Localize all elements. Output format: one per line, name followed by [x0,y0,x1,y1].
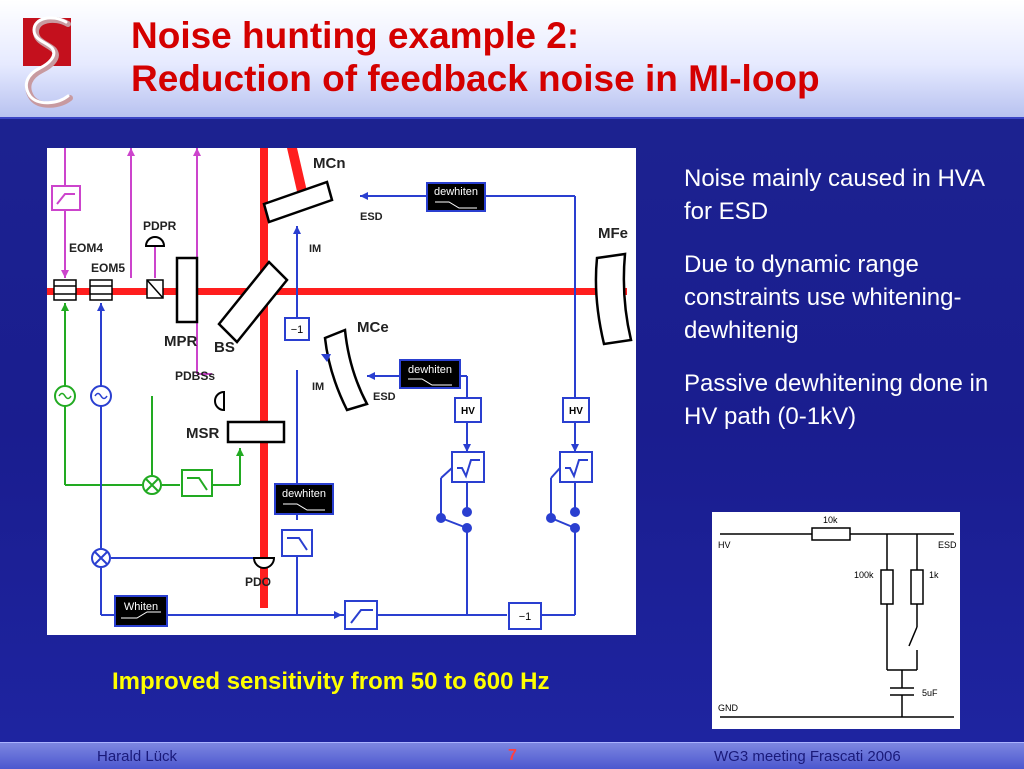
label-mcn: MCn [313,155,346,172]
laser-beams [47,148,627,608]
footer-author: Harald Lück [97,748,178,765]
mirror-mce [323,328,369,412]
eom4-modulator [53,279,77,301]
caption-text: Improved sensitivity from 50 to 600 Hz [112,668,550,695]
bullet-item: Noise mainly caused in HVA for ESD [684,165,984,225]
geo-logo-icon [23,16,73,108]
label-pdo: PDO [245,575,271,589]
circuit-label-esd: ESD [938,540,957,550]
bullet-item: Due to dynamic range constraints use whi… [684,251,962,344]
pdpr-photodiode-icon [144,236,166,247]
label-im-top: IM [309,243,321,255]
filter-lowpass-blue [281,529,313,557]
hv-amp-1-label: HV [461,406,475,417]
slide-header: Noise hunting example 2: Reduction of fe… [0,0,1024,117]
mixer-2-icon [91,548,111,568]
label-pdpr: PDPR [143,219,177,233]
dewhiten-box-top: dewhiten [426,182,486,212]
circuit-label-10k: 10k [823,515,838,525]
dewhitening-circuit: HV ESD GND 10k 100k 1k 5uF [712,512,960,729]
title-line-1: Noise hunting example 2: [131,15,580,56]
label-eom4: EOM4 [69,241,103,255]
dewhiten-top-label: dewhiten [434,186,478,198]
dewhiten-box-low: dewhiten [274,483,334,515]
circuit-label-1k: 1k [929,570,939,580]
label-eom5: EOM5 [91,261,125,275]
slide-footer: Harald Lück 7 WG3 meeting Frascati 2006 [0,742,1024,769]
pdpr-pickoff [146,279,164,299]
mirror-mpr [175,256,199,324]
switch-2 [546,467,580,533]
circuit-label-5uf: 5uF [922,688,938,698]
footer-page-number: 7 [508,747,517,764]
label-mfe: MFe [598,225,628,242]
label-mce: MCe [357,319,389,336]
header-divider [0,117,1024,119]
mi-loop-diagram: −1 −1 HV HV [47,148,636,635]
circuit-label-gnd: GND [718,703,739,713]
label-bs: BS [214,339,235,356]
dewhiten-box-mid: dewhiten [399,359,461,389]
inverter-1: −1 [284,317,310,341]
circuit-label-100k: 100k [854,570,874,580]
pdbss-photodiode-icon [214,390,225,412]
inverter-2: −1 [508,602,542,630]
filter-highpass-blue [344,600,378,630]
filter-lowpass-green [181,469,213,497]
dewhiten-mid-label: dewhiten [408,364,452,376]
circuit-label-hv: HV [718,540,731,550]
oscillator-1-icon [54,385,76,407]
mirror-msr [226,420,286,444]
pdo-photodiode-icon [252,557,276,569]
title-line-2: Reduction of feedback noise in MI-loop [131,58,820,99]
filter-sqrt-2 [559,451,593,483]
whiten-box: Whiten [114,595,168,627]
mixer-1-icon [142,475,162,495]
filter-sqrt-1 [451,451,485,483]
whiten-label: Whiten [124,601,158,613]
switch-1 [436,467,472,533]
dewhiten-low-label: dewhiten [282,488,326,500]
bullet-item: Passive dewhitening done in HV path (0-1… [684,370,989,430]
label-mpr: MPR [164,333,198,350]
dewhitening-circuit-svg: HV ESD GND 10k 100k 1k 5uF [718,515,957,718]
label-pdbss: PDBSs [175,369,215,383]
slide-title: Noise hunting example 2: Reduction of fe… [131,14,820,100]
beamsplitter-bs [217,260,289,344]
oscillator-2-icon [90,385,112,407]
hv-amp-1: HV [454,397,482,423]
bullet-list: Noise mainly caused in HVA for ESD Due t… [684,162,1014,453]
footer-event: WG3 meeting Frascati 2006 [714,748,901,765]
signal-arrows [61,148,579,619]
filter-highpass-magenta [51,185,81,211]
label-esd-top: ESD [360,211,383,223]
mirror-mcn [262,180,334,224]
hv-amp-2: HV [562,397,590,423]
label-im-mid: IM [312,381,324,393]
inverter-1-label: −1 [291,324,304,336]
label-msr: MSR [186,425,220,442]
mirror-mfe [594,252,633,346]
hv-amp-2-label: HV [569,406,583,417]
blue-signal-lines [100,195,576,616]
eom5-modulator [89,279,113,301]
inverter-2-label: −1 [519,611,532,623]
label-esd-mid: ESD [373,391,396,403]
mi-loop-diagram-svg: −1 −1 HV HV [47,148,633,630]
